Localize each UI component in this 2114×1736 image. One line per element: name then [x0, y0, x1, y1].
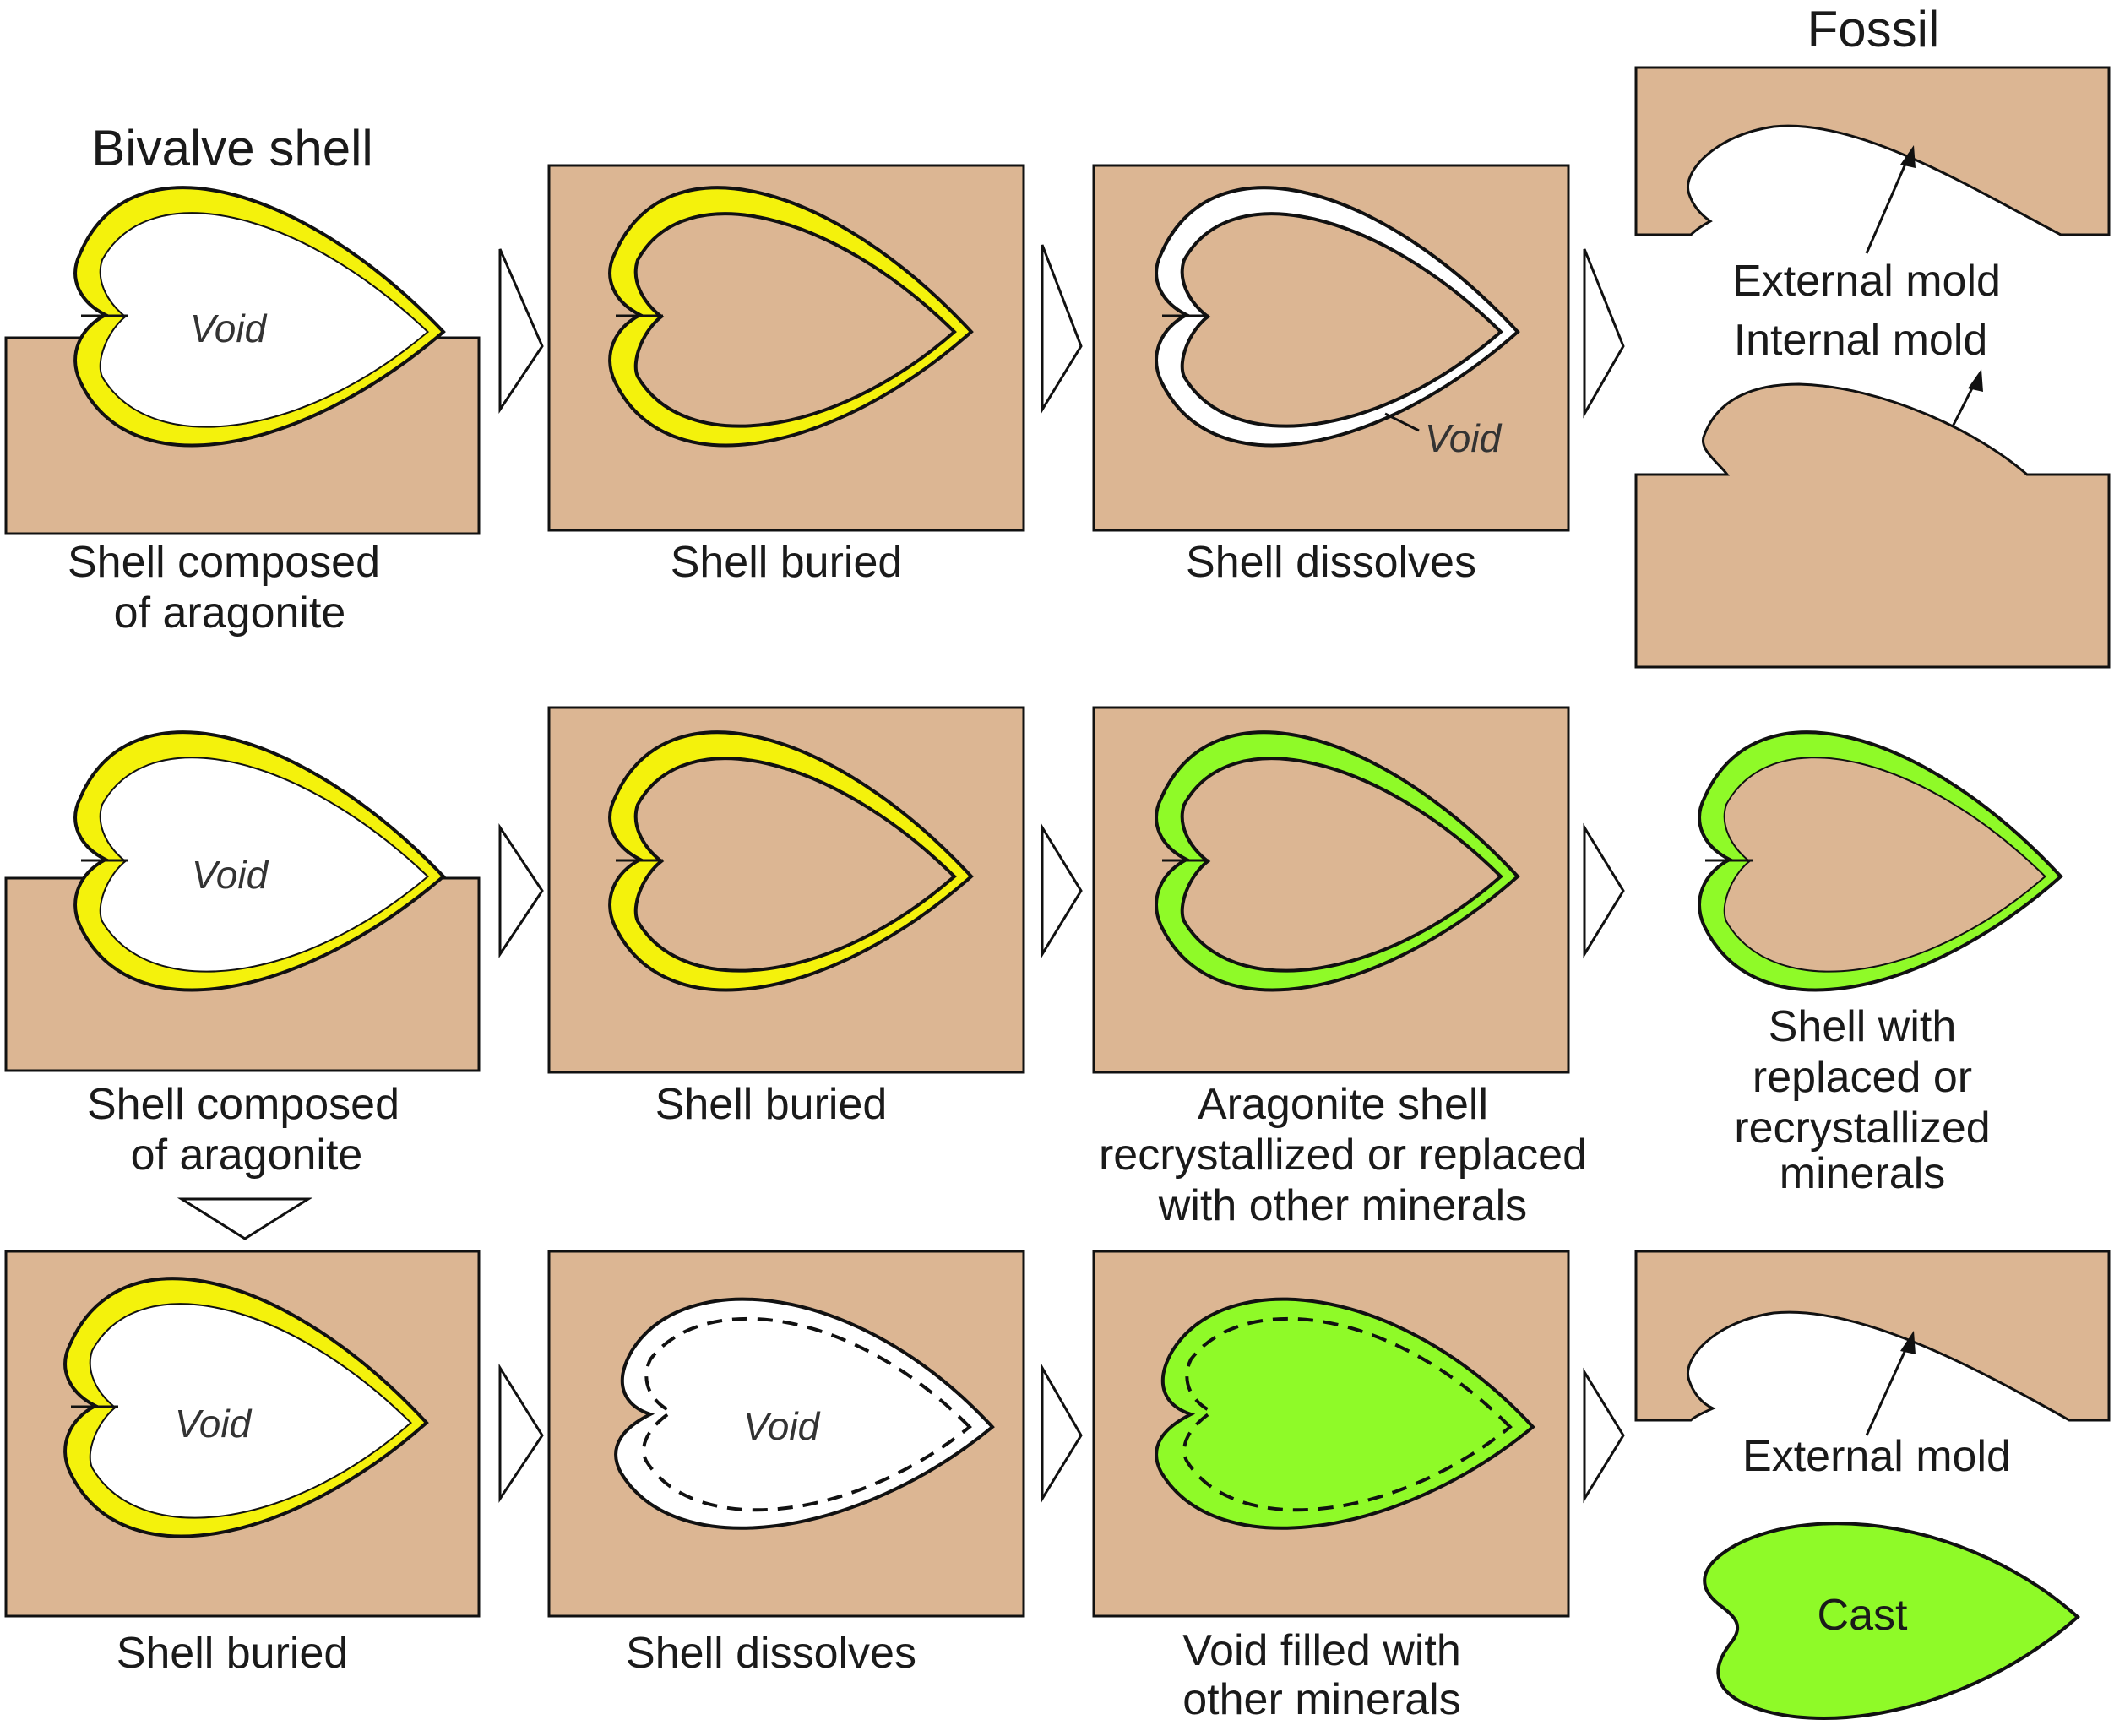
- process-arrow: [1041, 822, 1083, 959]
- row2-panel3: [1092, 706, 1570, 1074]
- row1-panel2: [547, 164, 1025, 532]
- process-arrow-down: [177, 1197, 313, 1240]
- caption-shell-composed-line2: of aragonite: [114, 589, 346, 637]
- row3-panel3: [1092, 1250, 1570, 1618]
- row3-panel2: Void: [547, 1250, 1025, 1618]
- label-external-mold: External mold: [1742, 1432, 2011, 1481]
- external-mold-top: [1634, 66, 2111, 236]
- pointer-arrowhead: [1900, 1331, 1916, 1354]
- caption-recrystallized-line2: recrystallized or replaced: [1099, 1131, 1587, 1180]
- process-arrow: [498, 1363, 544, 1503]
- caption-shell-composed-line1: Shell composed: [87, 1080, 399, 1129]
- header-fossil: Fossil: [1807, 1, 1940, 57]
- process-arrow: [1583, 248, 1625, 419]
- internal-mold-bottom: [1634, 382, 2111, 669]
- label-external-mold: External mold: [1732, 257, 2001, 306]
- process-arrow: [1041, 244, 1083, 415]
- caption-shell-dissolves: Shell dissolves: [1186, 538, 1476, 587]
- pointer-arrowhead: [1968, 369, 1983, 392]
- caption-shell-with-line1: Shell with: [1769, 1002, 1957, 1051]
- pointer-line: [1865, 155, 1910, 254]
- dissolved-shell-void: [614, 1297, 995, 1530]
- cast: Cast: [1703, 1522, 2081, 1720]
- caption-shell-buried: Shell buried: [655, 1080, 888, 1129]
- caption-recrystallized-line1: Aragonite shell: [1198, 1080, 1488, 1129]
- aragonite-shell: [73, 186, 446, 448]
- void-label: Void: [175, 1402, 253, 1446]
- caption-shell-composed-line1: Shell composed: [68, 538, 380, 587]
- void-label: Void: [192, 853, 269, 897]
- row2-panel1: Void: [4, 730, 481, 1072]
- process-arrow: [1041, 1363, 1083, 1504]
- pointer-arrowhead: [1900, 145, 1916, 168]
- dashed-original-shell-outline: [642, 1316, 972, 1512]
- caption-shell-buried: Shell buried: [117, 1629, 349, 1678]
- pointer-line: [1865, 1342, 1910, 1436]
- row2-panel2: [547, 706, 1025, 1074]
- caption-shell-with-line3: recrystallized: [1734, 1104, 1990, 1153]
- row1-panel1: Void: [4, 186, 481, 535]
- caption-void-filled-line2: other minerals: [1182, 1675, 1460, 1724]
- mineral-filled-void: [1155, 1297, 1535, 1530]
- void-label: Void: [1425, 416, 1503, 460]
- label-cast: Cast: [1818, 1591, 1908, 1640]
- dashed-original-shell-outline: [1182, 1316, 1513, 1512]
- void-label: Void: [190, 307, 268, 350]
- caption-void-filled-line1: Void filled with: [1182, 1626, 1461, 1675]
- caption-shell-with-line2: replaced or: [1753, 1053, 1972, 1102]
- label-internal-mold: Internal mold: [1734, 316, 1988, 365]
- process-arrow: [498, 823, 544, 958]
- process-arrow: [1583, 1367, 1625, 1504]
- caption-shell-dissolves: Shell dissolves: [626, 1629, 916, 1678]
- caption-shell-buried: Shell buried: [671, 538, 903, 587]
- process-arrow: [498, 248, 544, 414]
- caption-shell-with-line4: minerals: [1780, 1149, 1946, 1198]
- row2-fossil-shell: [1698, 730, 2063, 992]
- process-arrow: [1583, 822, 1625, 959]
- external-mold-bottom: [1634, 1250, 2111, 1422]
- header-bivalve-shell: Bivalve shell: [91, 120, 373, 176]
- void-label: Void: [743, 1404, 821, 1448]
- row1-panel3: Void: [1092, 164, 1570, 532]
- caption-recrystallized-line3: with other minerals: [1158, 1181, 1527, 1230]
- row3-panel1: Void: [4, 1250, 481, 1618]
- caption-shell-composed-line2: of aragonite: [131, 1131, 363, 1180]
